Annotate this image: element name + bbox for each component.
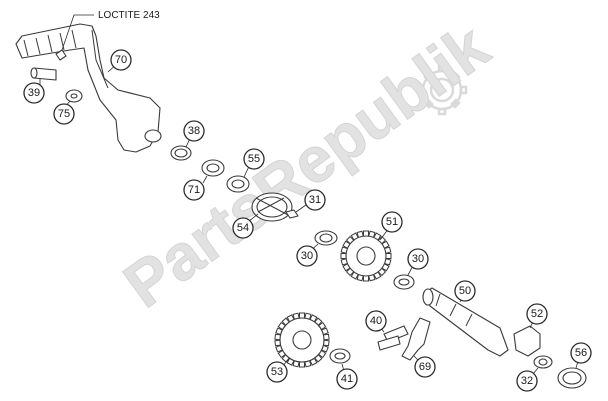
- callout-39[interactable]: 39: [23, 82, 45, 104]
- watermark: PartsRepublik: [110, 9, 502, 321]
- callout-53[interactable]: 53: [266, 361, 288, 383]
- callout-51[interactable]: 51: [381, 211, 403, 233]
- bolt-pair-part: [377, 325, 409, 351]
- gear-part-51: [340, 230, 392, 282]
- bracket-part: [401, 317, 431, 361]
- callout-56[interactable]: 56: [570, 342, 592, 364]
- callout-54[interactable]: 54: [232, 217, 254, 239]
- callout-31[interactable]: 31: [304, 189, 326, 211]
- spring-part: [251, 192, 293, 222]
- callout-30b[interactable]: 30: [407, 248, 429, 270]
- callout-71[interactable]: 71: [183, 179, 205, 201]
- callout-69[interactable]: 69: [414, 356, 436, 378]
- callout-70[interactable]: 70: [110, 49, 132, 71]
- callout-75[interactable]: 75: [53, 103, 75, 125]
- loctite-note-text: LOCTITE 243: [98, 10, 160, 21]
- watermark-text: PartsRepublik: [111, 10, 502, 321]
- spring-part-2: [557, 367, 587, 389]
- kickstart-lever: [15, 23, 162, 153]
- loctite-note: LOCTITE 243: [61, 10, 160, 51]
- callout-55[interactable]: 55: [243, 148, 265, 170]
- callout-52[interactable]: 52: [526, 303, 548, 325]
- cam-part: [513, 325, 541, 357]
- bolt-part: [30, 67, 57, 81]
- clip-part: [55, 49, 67, 61]
- callout-40[interactable]: 40: [365, 310, 387, 332]
- callout-32[interactable]: 32: [516, 370, 538, 392]
- callout-30a[interactable]: 30: [296, 245, 318, 267]
- small-clip-part: [285, 209, 299, 219]
- callout-50[interactable]: 50: [454, 280, 476, 302]
- callout-41[interactable]: 41: [336, 368, 358, 390]
- gear-part-53: [274, 312, 330, 368]
- watermark-gear-icon: [416, 64, 468, 116]
- shaft-part: [422, 287, 509, 357]
- callout-38[interactable]: 38: [183, 120, 205, 142]
